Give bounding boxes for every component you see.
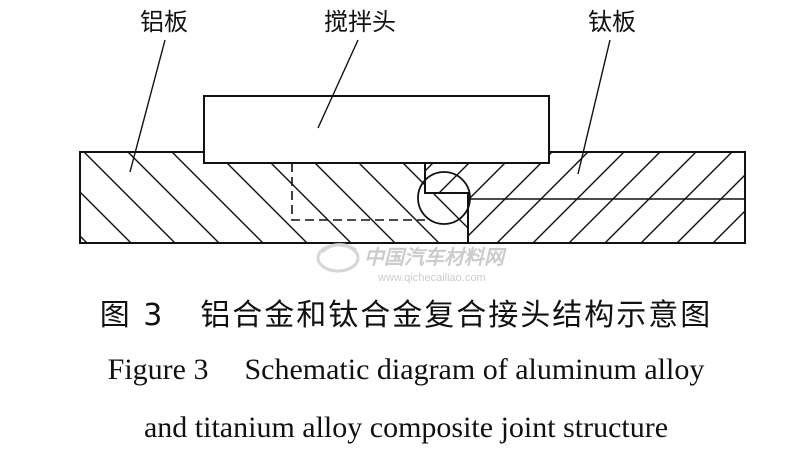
watermark-brand: 中国汽车材料网 <box>364 246 507 269</box>
hatch-line <box>592 152 709 243</box>
hatch-line <box>520 152 637 243</box>
hatch-line <box>80 152 100 243</box>
hatch-line <box>80 152 144 243</box>
titanium-leader-line <box>577 39 611 175</box>
aluminum-leader-line <box>129 39 166 173</box>
watermark-swoosh-icon <box>321 243 357 254</box>
hatch-line <box>628 152 745 243</box>
titanium-plate-label: 钛板 <box>588 8 636 36</box>
caption-en-figure-number: Figure 3 <box>107 353 209 386</box>
aluminum-plate-label: 铝板 <box>140 8 188 36</box>
stir-head-leader-line <box>317 39 359 129</box>
detail-circle <box>417 171 471 225</box>
caption-english-line-2: and titanium alloy composite joint struc… <box>0 411 812 445</box>
hatch-line <box>159 152 276 243</box>
stir-pin-outline <box>291 163 425 221</box>
watermark: 中国汽车材料网 www.qichecailiao.com <box>316 243 507 284</box>
joint-diagram: 铝板 搅拌头 钛板 中国汽车材料网 www.qichecailiao.com <box>0 8 746 284</box>
hatch-line <box>0 140 55 255</box>
hatch-line <box>664 152 745 243</box>
hatch-line <box>736 152 745 243</box>
caption-chinese: 图 3 铝合金和钛合金复合接头结构示意图 <box>0 290 812 334</box>
hatch-line <box>80 152 188 243</box>
caption-en-title-line-2: and titanium alloy composite joint struc… <box>143 411 669 444</box>
watermark-url: www.qichecailiao.com <box>377 272 486 284</box>
caption-english-line-1: Figure 3 Schematic diagram of aluminum al… <box>0 353 812 387</box>
caption-cn-figure-number: 图 3 <box>99 298 165 333</box>
caption-en-title-line-1: Schematic diagram of aluminum alloy <box>244 353 705 386</box>
hatch-line <box>115 152 232 243</box>
plate-outline <box>79 151 746 244</box>
hatch-line <box>556 152 673 243</box>
joint-interface <box>424 152 469 243</box>
stir-head-label: 搅拌头 <box>324 8 396 36</box>
hatch-line <box>700 152 745 243</box>
caption-cn-title: 铝合金和钛合金复合接头结构示意图 <box>200 298 713 333</box>
stir-head <box>203 95 550 164</box>
